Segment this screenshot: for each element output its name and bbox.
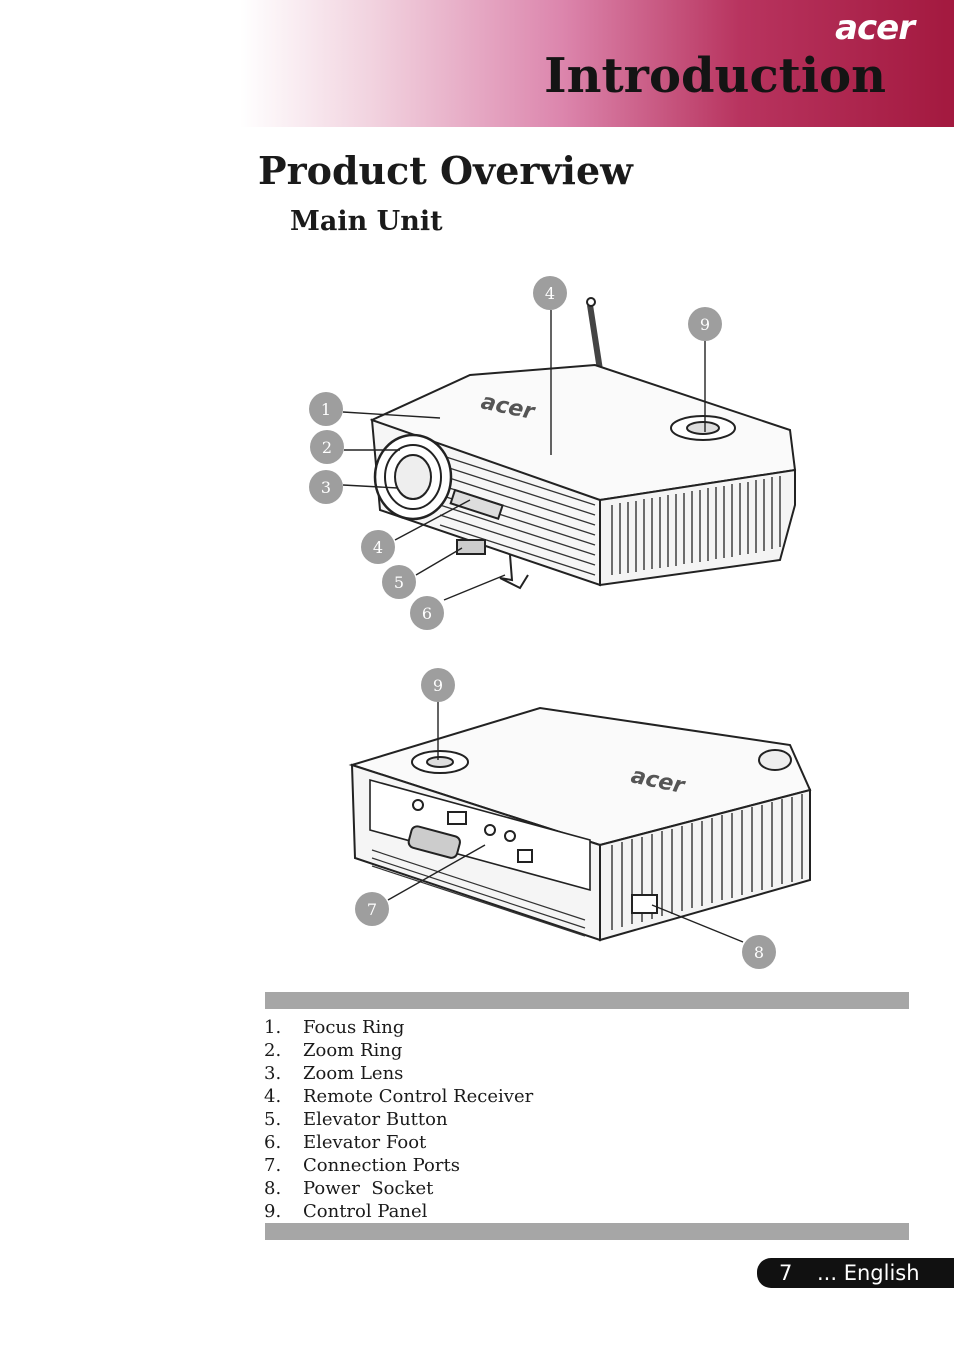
list-item: 1.Focus Ring bbox=[264, 1017, 405, 1038]
callout-9-top: 9 bbox=[688, 307, 722, 341]
svg-text:7: 7 bbox=[367, 900, 377, 919]
header-band bbox=[240, 0, 954, 127]
projector-figure: acer bbox=[309, 276, 812, 969]
page-footer-tab: 7 ... English bbox=[757, 1258, 954, 1288]
projector-rear-illustration: acer bbox=[348, 706, 812, 942]
callout-5: 5 bbox=[382, 565, 416, 599]
svg-text:5: 5 bbox=[394, 573, 404, 592]
callout-4-top: 4 bbox=[533, 276, 567, 310]
acer-logo: acer bbox=[835, 8, 915, 48]
svg-text:3: 3 bbox=[321, 478, 331, 497]
list-item: 9.Control Panel bbox=[264, 1201, 428, 1222]
top-divider-bar bbox=[265, 992, 909, 1009]
svg-text:6: 6 bbox=[422, 604, 432, 623]
callout-6: 6 bbox=[410, 596, 444, 630]
section-title: Product Overview bbox=[258, 148, 633, 193]
list-item: 6.Elevator Foot bbox=[264, 1132, 427, 1153]
list-item: 2.Zoom Ring bbox=[264, 1040, 403, 1061]
page-number: 7 bbox=[779, 1261, 793, 1285]
list-item: 4.Remote Control Receiver bbox=[264, 1086, 534, 1107]
list-item: 5.Elevator Button bbox=[264, 1109, 448, 1130]
svg-text:2: 2 bbox=[322, 438, 332, 457]
callout-1: 1 bbox=[309, 392, 343, 426]
projector-front-illustration: acer bbox=[369, 297, 797, 590]
svg-text:1: 1 bbox=[321, 400, 331, 419]
svg-text:4: 4 bbox=[373, 538, 383, 557]
callout-4-front: 4 bbox=[361, 530, 395, 564]
list-item: 7.Connection Ports bbox=[264, 1155, 460, 1176]
callout-3: 3 bbox=[309, 470, 343, 504]
callout-leader-lines bbox=[342, 310, 744, 943]
callout-7: 7 bbox=[355, 892, 389, 926]
callout-9-rear: 9 bbox=[421, 668, 455, 702]
svg-text:8: 8 bbox=[754, 943, 764, 962]
callout-2: 2 bbox=[310, 430, 344, 464]
parts-list: 1.Focus Ring 2.Zoom Ring 3.Zoom Lens 4.R… bbox=[264, 1016, 533, 1223]
list-item: 3.Zoom Lens bbox=[264, 1063, 404, 1084]
svg-text:4: 4 bbox=[545, 284, 555, 303]
chapter-title: Introduction bbox=[544, 48, 886, 104]
list-item: 8.Power Socket bbox=[264, 1178, 434, 1199]
svg-text:9: 9 bbox=[433, 676, 443, 695]
svg-text:9: 9 bbox=[700, 315, 710, 334]
language-label: ... English bbox=[817, 1261, 920, 1285]
callout-8: 8 bbox=[742, 935, 776, 969]
bottom-divider-bar bbox=[265, 1223, 909, 1240]
subsection-title: Main Unit bbox=[290, 206, 443, 237]
